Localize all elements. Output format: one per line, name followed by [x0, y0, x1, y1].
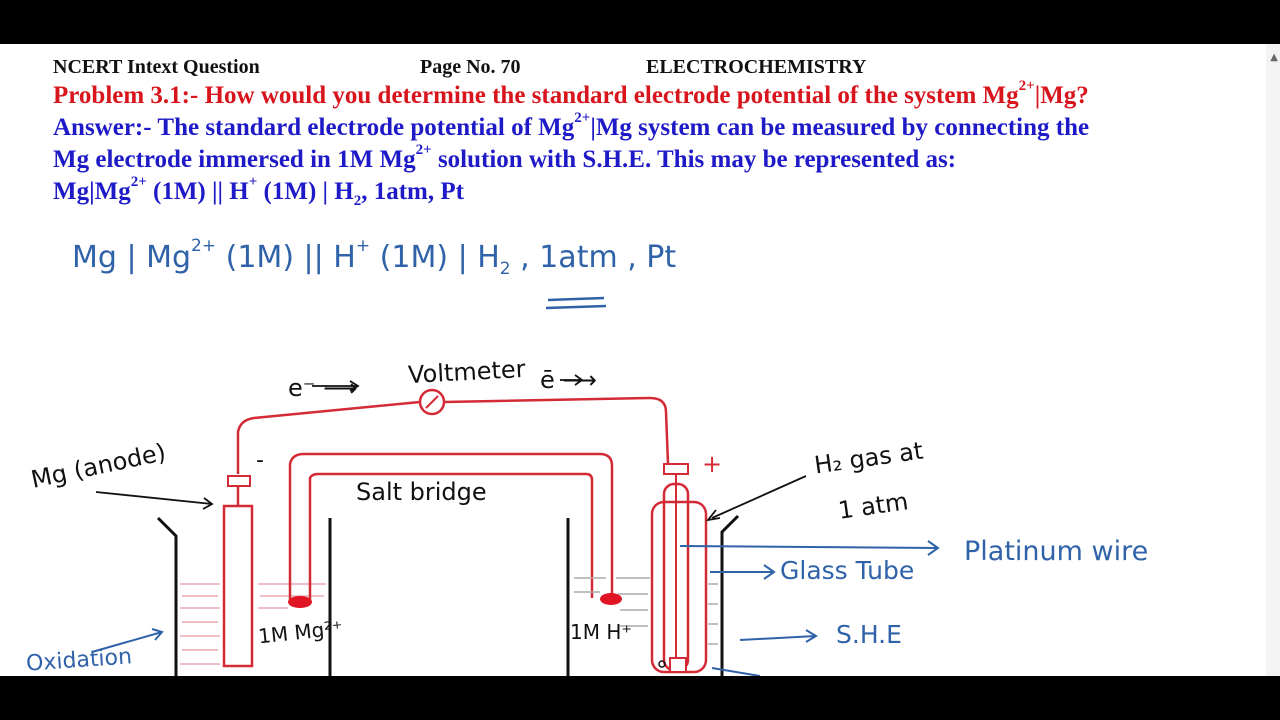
cell-sup-1: 2+ [130, 174, 147, 190]
underline-1 [547, 296, 605, 302]
right-beaker-wall-right [720, 514, 740, 676]
right-solution-label: 1M H⁺ [570, 620, 632, 644]
left-beaker-wall [156, 516, 178, 676]
header-page-number: Page No. 70 [420, 56, 521, 78]
electron-flow-right: ē ⟶ [540, 366, 597, 394]
platinum-foil [669, 657, 687, 673]
cell-d: , 1atm, Pt [361, 178, 464, 205]
answer-line-2: Mg electrode immersed in 1M Mg2+ solutio… [53, 142, 957, 174]
cell-sup-2: + [248, 174, 258, 190]
problem-label: Problem 3.1:- [53, 82, 199, 109]
salt-bridge-label: Salt bridge [356, 478, 487, 506]
problem-sup: 2+ [1018, 78, 1035, 94]
hw-c: (1M) | H [370, 240, 500, 275]
she-outer-tube [650, 500, 708, 674]
hw-d: , 1atm , Pt [510, 240, 677, 275]
salt-bridge-outer [288, 452, 614, 600]
scrollbar[interactable]: ▲ [1266, 44, 1280, 676]
salt-bridge-inner [308, 472, 594, 600]
anode-sign: - [256, 448, 264, 473]
salt-bridge-plug-left [288, 596, 312, 608]
answer-text-1b: |Mg system can be measured by connecting… [590, 114, 1090, 141]
wire-right [443, 396, 670, 465]
cell-c: (1M) | H [257, 178, 354, 205]
answer-text-2b: solution with S.H.E. This may be represe… [431, 146, 957, 173]
blue-arrows [91, 540, 940, 676]
cell-b: (1M) || H [146, 178, 249, 205]
cell-sub: 2 [353, 193, 362, 209]
wire-left [236, 400, 421, 474]
she-terminal [663, 463, 689, 475]
answer-label: Answer:- [53, 114, 152, 141]
cell-diagram [91, 296, 940, 676]
voltmeter-needle [425, 395, 439, 409]
header-source: NCERT Intext Question [53, 56, 260, 78]
mg-electrode [222, 504, 254, 668]
document-page: NCERT Intext Question Page No. 70 ELECTR… [0, 44, 1280, 676]
cell-a: Mg|Mg [53, 178, 131, 205]
answer-text-2a: Mg electrode immersed in 1M Mg [53, 146, 416, 173]
platinum-wire-label: Platinum wire [964, 536, 1149, 567]
black-arrows [95, 374, 807, 522]
problem-line: Problem 3.1:- How would you determine th… [53, 78, 1089, 110]
cathode-sign: + [702, 450, 723, 478]
hw-sup: 2+ [191, 236, 217, 256]
right-solution-lines [574, 577, 718, 645]
problem-text: How would you determine the standard ele… [198, 82, 1019, 109]
mg-terminal [227, 475, 251, 487]
glass-tube-label: Glass Tube [780, 556, 915, 585]
left-solution-lines [180, 583, 326, 665]
bubble [658, 660, 666, 668]
hw-b: (1M) || H [216, 240, 356, 275]
salt-bridge-plug-right [600, 593, 622, 605]
answer-sup-2: 2+ [415, 142, 432, 158]
cell-notation: Mg|Mg2+ (1M) || H+ (1M) | H2, 1atm, Pt [53, 174, 464, 209]
answer-sup-1: 2+ [574, 110, 591, 126]
hw-sub: 2 [499, 259, 511, 279]
hw-a: Mg | Mg [72, 240, 192, 275]
problem-text-end: |Mg? [1034, 82, 1089, 109]
scroll-up-icon[interactable]: ▲ [1270, 52, 1278, 63]
she-label: S.H.E [836, 620, 902, 649]
answer-text-1a: The standard electrode potential of Mg [151, 114, 575, 141]
answer-line-1: Answer:- The standard electrode potentia… [53, 110, 1090, 142]
underline-2 [545, 304, 607, 310]
handwritten-notation: Mg | Mg2+ (1M) || H+ (1M) | H2 , 1atm , … [72, 236, 677, 279]
hw-sup-2: + [355, 236, 371, 256]
header-chapter: ELECTROCHEMISTRY [646, 56, 867, 78]
electron-flow-left: e⁻ ⟶ [288, 374, 358, 402]
